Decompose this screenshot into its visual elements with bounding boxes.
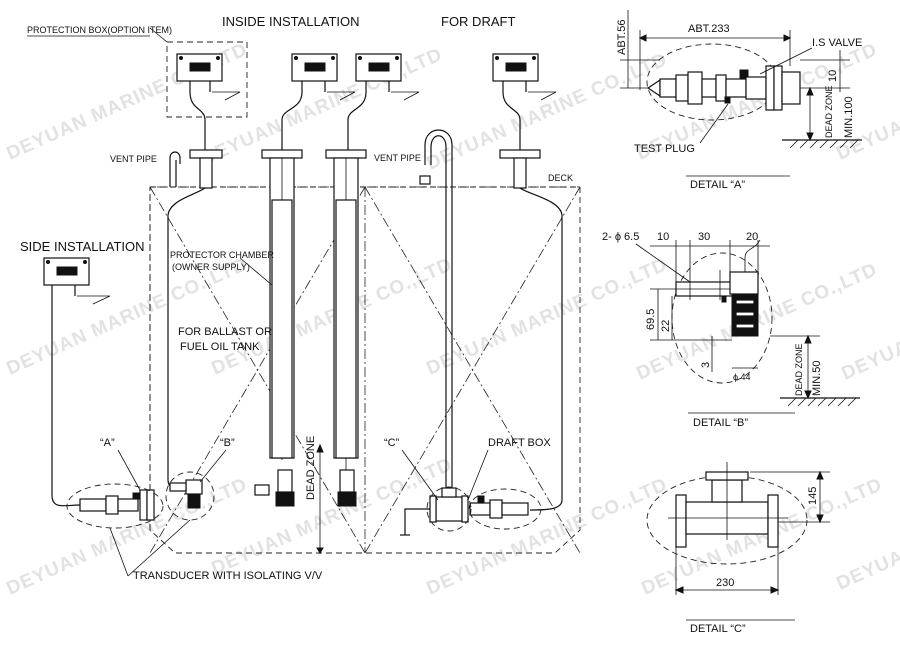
callout-a: “A” xyxy=(100,437,115,449)
protector-chamber-label-1: PROTECTOR CHAMBER xyxy=(170,250,274,260)
vent-pipe-left xyxy=(169,151,181,187)
detail-a-valve: I.S VALVE xyxy=(812,37,862,49)
junction-box-side xyxy=(43,257,111,305)
junction-box-3 xyxy=(355,53,420,101)
sensor-chamber-1 xyxy=(254,469,295,507)
draft-box xyxy=(400,486,542,536)
title-for-draft: FOR DRAFT xyxy=(441,14,515,29)
draft-box-label: DRAFT BOX xyxy=(488,437,551,449)
detail-b-dim-3: 3 xyxy=(700,362,712,368)
junction-box-2 xyxy=(291,53,356,101)
protector-chamber-2 xyxy=(333,157,359,470)
cables xyxy=(51,91,563,511)
watermark: DEYUAN MARINE CO.,LTD xyxy=(423,254,670,379)
vent-pipe-right xyxy=(419,129,453,495)
detail-c-dim-145: 145 xyxy=(807,487,819,505)
detail-a-dim-height: ABT.56 xyxy=(616,20,628,55)
detail-a-min: MIN.100 xyxy=(843,96,855,138)
detail-b-dead-zone: DEAD ZONE xyxy=(794,343,804,396)
tank-label-2: FUEL OIL TANK xyxy=(180,341,260,353)
detail-a-dim-length: ABT.233 xyxy=(688,23,730,35)
transducer-a xyxy=(66,483,164,529)
tank-label-1: FOR BALLAST OR xyxy=(178,326,272,338)
detail-b-dim-69-5: 69.5 xyxy=(645,309,657,330)
title-inside-installation: INSIDE INSTALLATION xyxy=(222,14,360,29)
detail-b-title: DETAIL “B” xyxy=(693,417,748,429)
junction-box-1 xyxy=(176,53,241,101)
title-side-installation: SIDE INSTALLATION xyxy=(20,239,145,254)
detail-c-dim-230: 230 xyxy=(716,577,734,589)
detail-b-dim-10: 10 xyxy=(657,231,669,243)
detail-b-drawing xyxy=(650,239,860,407)
watermark: DEYUAN MARINE CO.,LTD xyxy=(423,474,670,599)
detail-a-test-plug: TEST PLUG xyxy=(634,143,695,155)
junction-box-4 xyxy=(492,53,557,101)
protection-box-label: PROTECTION BOX(OPTION ITEM) xyxy=(27,25,172,35)
protector-chamber-label-2: (OWNER SUPPLY) xyxy=(172,262,250,272)
vent-pipe-right-label: VENT PIPE xyxy=(374,153,421,163)
callout-c: “C” xyxy=(384,437,400,449)
callout-b: “B” xyxy=(220,437,235,449)
protector-chamber-1 xyxy=(269,157,295,460)
detail-b-holes: 2- ϕ 6.5 xyxy=(602,231,639,243)
detail-b-dim-22: 22 xyxy=(660,320,672,332)
detail-b-dim-20: 20 xyxy=(746,231,758,243)
detail-c-drawing xyxy=(646,462,830,595)
sensor-chamber-2 xyxy=(337,469,357,507)
watermark: DEYUAN MARINE CO.,LTD xyxy=(423,49,670,174)
detail-b-dim-30: 30 xyxy=(698,231,710,243)
detail-a-dead-zone: DEAD ZONE xyxy=(824,85,834,138)
transducer-b xyxy=(165,471,215,521)
deck-flanges xyxy=(189,149,541,189)
detail-b-dia-44: ϕ 44 xyxy=(733,372,751,382)
tank-outline xyxy=(149,186,581,554)
detail-a-title: DETAIL “A” xyxy=(690,179,745,191)
deck-label: DECK xyxy=(548,173,573,183)
vent-pipe-left-label: VENT PIPE xyxy=(110,154,157,164)
dead-zone-main-label: DEAD ZONE xyxy=(305,436,317,500)
detail-a-dim-10: 10 xyxy=(827,70,839,82)
detail-a-drawing xyxy=(620,10,862,149)
protection-box xyxy=(149,27,248,118)
transducer-label: TRANSDUCER WITH ISOLATING V/V xyxy=(133,570,323,582)
dead-zone-main xyxy=(316,443,324,554)
detail-b-min: MIN.50 xyxy=(811,361,823,396)
detail-c-title: DETAIL “C” xyxy=(690,623,746,635)
